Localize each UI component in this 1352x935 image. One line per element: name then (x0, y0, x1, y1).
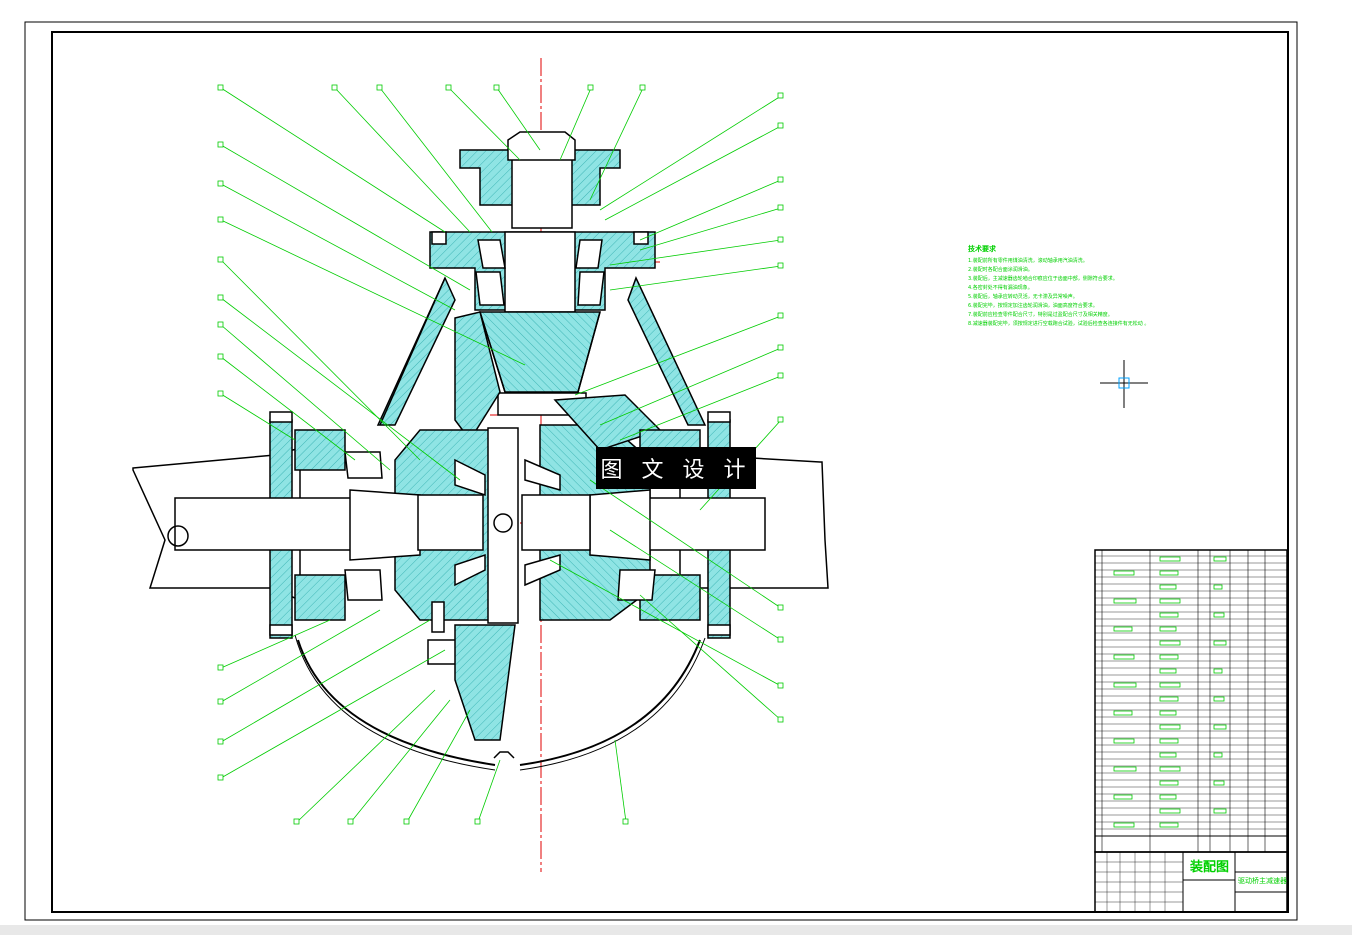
drawing-name: 装配图 (1190, 860, 1230, 875)
parts-list-entry-mark (1159, 584, 1177, 590)
parts-list-entry-mark (1213, 668, 1223, 674)
parts-list-entry-mark (1113, 794, 1133, 800)
parts-list-entry-mark (1159, 766, 1181, 772)
watermark-label: 图 文 设 计 (596, 447, 756, 489)
parts-list-entry-mark (1113, 654, 1135, 660)
parts-list-entry-mark (1113, 822, 1135, 828)
parts-list-entry-mark (1213, 780, 1225, 786)
parts-list-entry-mark (1159, 724, 1181, 730)
parts-list-entry-mark (1213, 584, 1223, 590)
technical-note-line: 2.装配时各配合面涂润滑油。 (968, 267, 1033, 273)
parts-list-entry-mark (1113, 570, 1135, 576)
parts-list-entry-mark (1113, 738, 1135, 744)
parts-list-entry-mark (1159, 612, 1179, 618)
parts-list-entry-mark (1113, 682, 1137, 688)
inner-frame (51, 31, 1289, 913)
technical-note-line: 6.装配完毕，按规定加注齿轮润滑油，油面高度符合要求。 (968, 303, 1098, 309)
technical-note-line: 3.装配后，主减速器齿轮啮合印痕应位于齿面中部，侧隙符合要求。 (968, 276, 1118, 282)
parts-list-entry-mark (1159, 570, 1179, 576)
technical-note-line: 4.各密封处不得有漏油现象。 (968, 285, 1033, 291)
parts-list-entry-mark (1213, 752, 1223, 758)
parts-list-entry-mark (1159, 710, 1177, 716)
parts-list-entry-mark (1159, 640, 1181, 646)
parts-list-entry-mark (1113, 598, 1137, 604)
cad-crosshair-icon (1100, 360, 1148, 408)
parts-list-entry-mark (1213, 696, 1225, 702)
parts-list-entry-mark (1159, 738, 1179, 744)
technical-note-line: 8.减速器装配完毕，须按规定进行空载跑合试验，试验后检查各连接件有无松动 。 (968, 321, 1150, 327)
technical-note-line: 5.装配后，轴承应转动灵活，无卡滞及异常噪声。 (968, 294, 1078, 300)
parts-list-entry-mark (1159, 822, 1179, 828)
parts-list-entry-mark (1213, 640, 1227, 646)
parts-list-entry-mark (1113, 626, 1133, 632)
parts-list-entry-mark (1159, 682, 1181, 688)
parts-list-entry-mark (1159, 626, 1177, 632)
parts-list-entry-mark (1213, 808, 1227, 814)
parts-list-entry-mark (1159, 654, 1179, 660)
parts-list-entry-mark (1159, 598, 1181, 604)
parts-list-entry-mark (1213, 724, 1227, 730)
parts-list-entry-mark (1159, 556, 1181, 562)
outer-frame (24, 21, 1298, 921)
parts-list-entry-mark (1213, 556, 1227, 562)
parts-list-entry-mark (1113, 766, 1137, 772)
parts-list-entry-mark (1159, 752, 1177, 758)
parts-list-entry-mark (1113, 710, 1133, 716)
technical-requirements-title: 技术要求 (968, 245, 996, 253)
technical-requirements: 技术要求 1.装配前所有零件用煤油清洗，滚动轴承用汽油清洗。 2.装配时各配合面… (968, 244, 1208, 329)
leader-markers (217, 84, 784, 825)
parts-list-entry-mark (1159, 780, 1179, 786)
leader-lines (220, 87, 782, 823)
parts-list-entry-mark (1159, 794, 1177, 800)
parts-list-entry-mark (1159, 808, 1181, 814)
differential-housing (132, 131, 829, 771)
title-block (1094, 851, 1288, 913)
parts-list-entry-mark (1213, 612, 1225, 618)
parts-list-entry-mark (1159, 668, 1177, 674)
technical-note-line: 1.装配前所有零件用煤油清洗，滚动轴承用汽油清洗。 (968, 258, 1088, 264)
bottom-scroll-strip (0, 925, 1352, 935)
parts-list-entry-mark (1159, 696, 1179, 702)
parts-list-table (1094, 549, 1288, 853)
drawing-subtitle: 驱动桥主减速器 (1238, 877, 1287, 885)
technical-note-line: 7.装配前应检查零件配合尺寸，特别是过盈配合尺寸及相关精度。 (968, 312, 1113, 318)
